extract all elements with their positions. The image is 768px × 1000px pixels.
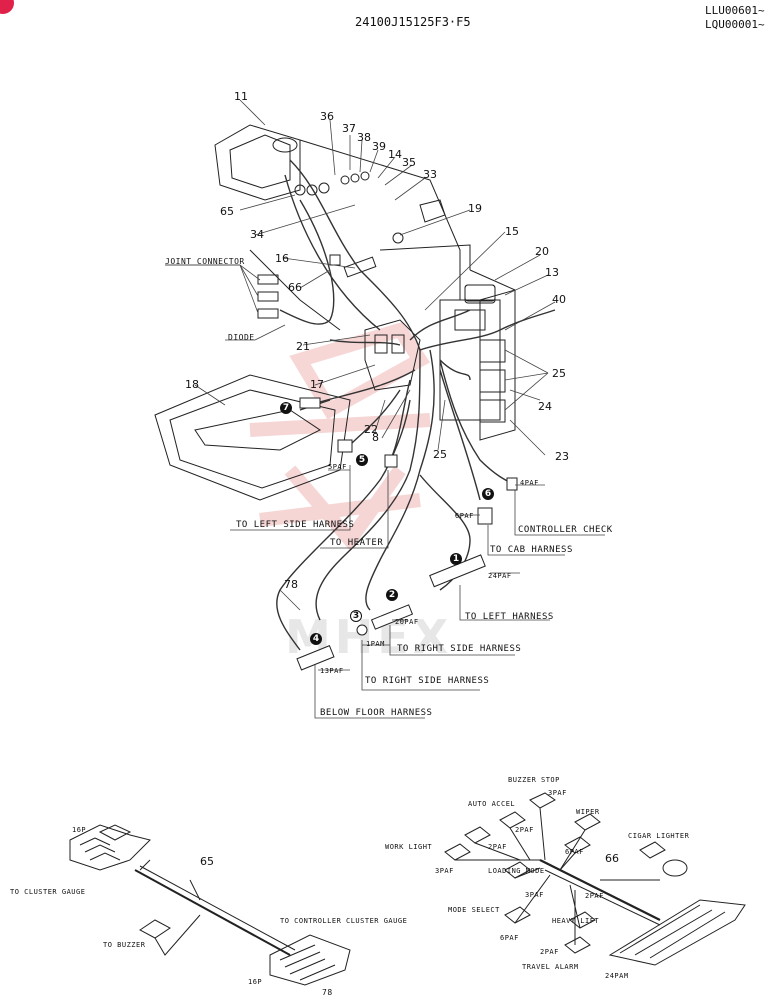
br-3paf-a: 3PAF [548, 789, 567, 797]
callout-21: 21 [296, 340, 310, 353]
callout-25-right: 25 [552, 367, 566, 380]
callout-34: 34 [250, 228, 264, 241]
harness-65-detail [69, 824, 351, 986]
callout-11: 11 [234, 90, 248, 103]
br-travel-alarm: TRAVEL ALARM [522, 963, 579, 971]
br-cigar-lighter: CIGAR LIGHTER [628, 832, 690, 840]
label-below-floor-harness: BELOW FLOOR HARNESS [320, 708, 433, 718]
label-20paf: 20PAF [395, 618, 419, 626]
callout-37: 37 [342, 122, 356, 135]
callout-36: 36 [320, 110, 334, 123]
label-to-heater: TO HEATER [330, 538, 384, 548]
leader-lines [165, 99, 605, 719]
br-loading-mode: LOADING MODE [488, 867, 545, 875]
br-6paf-a: 6PAF [565, 848, 584, 856]
br-6paf-b: 6PAF [500, 934, 519, 942]
br-24pam: 24PAM [605, 972, 629, 980]
callout-78: 78 [284, 578, 298, 591]
br-work-light: WORK LIGHT [385, 843, 433, 851]
bl-callout-65: 65 [200, 855, 214, 868]
label-24paf: 24PAF [488, 572, 512, 580]
bl-16p-top: 16P [72, 826, 87, 834]
console-outline [154, 124, 516, 501]
br-2paf-c: 2PAF [585, 892, 604, 900]
br-2paf-a: 2PAF [515, 826, 534, 834]
label-to-left-side-harness: TO LEFT SIDE HARNESS [236, 520, 355, 530]
br-3paf-b: 3PAF [435, 867, 454, 875]
badge-7: 7 [280, 402, 292, 414]
label-controller-check: CONTROLLER CHECK [518, 525, 613, 535]
label-5paf: 5PAF [328, 463, 347, 471]
page-mark: 78 [322, 988, 333, 997]
label-1pam: 1PAM [366, 640, 385, 648]
badge-5: 5 [356, 454, 368, 466]
badge-6: 6 [482, 488, 494, 500]
callout-33: 33 [423, 168, 437, 181]
label-to-cab-harness: TO CAB HARNESS [490, 545, 573, 555]
br-mode-select: MODE SELECT [448, 906, 500, 914]
label-to-left-harness: TO LEFT HARNESS [465, 612, 554, 622]
corner-marker-icon [0, 0, 14, 14]
bl-to-cluster-gauge: TO CLUSTER GAUGE [10, 888, 86, 896]
callout-24: 24 [538, 400, 552, 413]
callout-17: 17 [310, 378, 324, 391]
label-13paf: 13PAF [320, 667, 344, 675]
callout-20: 20 [535, 245, 549, 258]
label-diode: DIODE [228, 333, 255, 342]
callout-15: 15 [505, 225, 519, 238]
label-4paf: 4PAF [520, 479, 539, 487]
label-6paf: 6PAF [455, 512, 474, 520]
br-3paf-c: 3PAF [525, 891, 544, 899]
label-to-right-side-harness-2: TO RIGHT SIDE HARNESS [365, 676, 490, 686]
callout-65: 65 [220, 205, 234, 218]
callout-19: 19 [468, 202, 482, 215]
stamp-watermark-icon [249, 321, 431, 552]
badge-1: 1 [450, 553, 462, 565]
part-code: 24100J15125F3·F5 [355, 15, 471, 29]
br-auto-accel: AUTO ACCEL [468, 800, 516, 808]
br-heavy-lift: HEAVY LIFT [552, 917, 600, 925]
bl-16p-bottom: 16P [248, 978, 263, 986]
callout-40: 40 [552, 293, 566, 306]
br-buzzer-stop: BUZZER STOP [508, 776, 560, 784]
bl-to-buzzer: TO BUZZER [103, 941, 146, 949]
callout-16: 16 [275, 252, 289, 265]
badge-2: 2 [386, 589, 398, 601]
br-2paf-d: 2PAF [540, 948, 559, 956]
callout-13: 13 [545, 266, 559, 279]
harness-66-detail [444, 792, 746, 966]
callout-14: 14 [388, 148, 402, 161]
badge-4: 4 [310, 633, 322, 645]
serial-range-2: LQU00001~ [705, 18, 765, 31]
callout-23: 23 [555, 450, 569, 463]
label-joint-connector: JOINT CONNECTOR [165, 257, 245, 266]
callout-35: 35 [402, 156, 416, 169]
callout-18: 18 [185, 378, 199, 391]
callout-66: 66 [288, 281, 302, 294]
badge-3: 3 [350, 610, 362, 622]
callout-8: 8 [372, 431, 379, 444]
br-wiper: WIPER [576, 808, 600, 816]
callout-39: 39 [372, 140, 386, 153]
callout-38: 38 [357, 131, 371, 144]
br-2paf-b: 2PAF [488, 843, 507, 851]
br-callout-66: 66 [605, 852, 619, 865]
callout-22: 22 [364, 423, 378, 436]
label-to-right-side-harness-1: TO RIGHT SIDE HARNESS [397, 644, 522, 654]
serial-range-1: LLU00601~ [705, 4, 765, 17]
bl-to-controller-cluster-gauge: TO CONTROLLER CLUSTER GAUGE [280, 917, 408, 925]
callout-25-lower: 25 [433, 448, 447, 461]
